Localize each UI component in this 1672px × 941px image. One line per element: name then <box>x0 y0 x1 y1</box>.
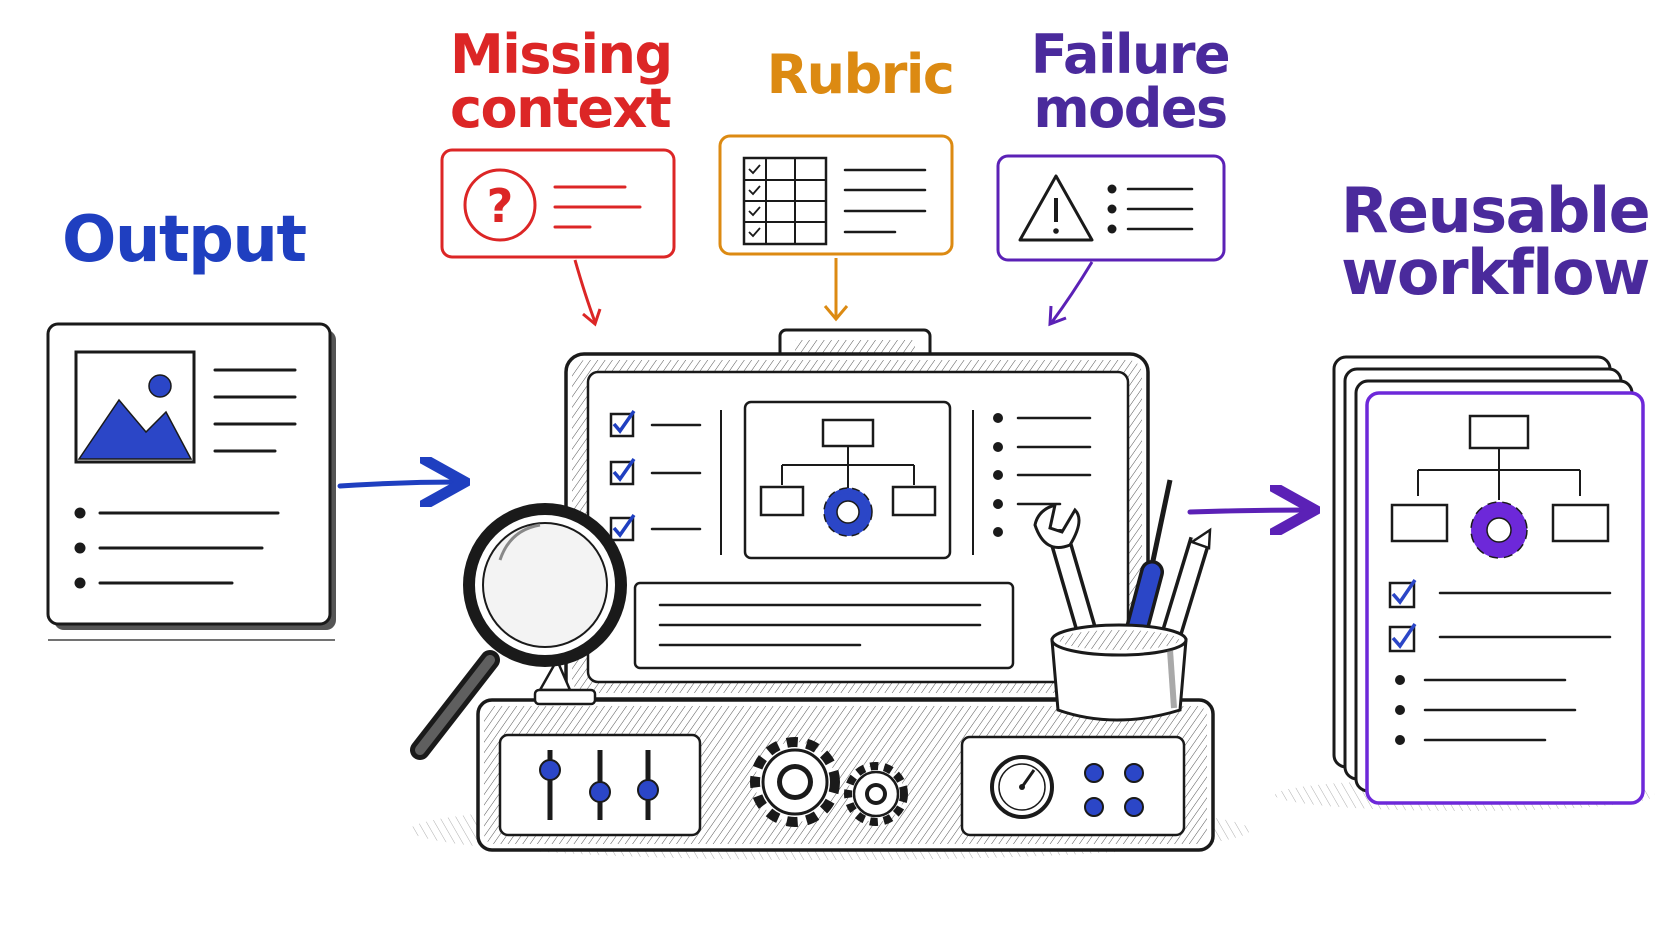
missing-context-arrow <box>573 259 597 323</box>
station-base <box>476 698 1215 852</box>
checkbox-icon <box>1388 579 1417 609</box>
gear-icon <box>750 737 840 827</box>
screen-text-panel <box>633 581 1015 670</box>
missing-context-line-1: Missing <box>450 23 673 86</box>
checkbox-icon <box>609 513 636 542</box>
output-text-lines <box>98 368 297 585</box>
station-to-workflow-arrow <box>1187 510 1310 512</box>
checkbox-icon <box>609 457 636 486</box>
warning-icon <box>1018 174 1094 242</box>
slider-icon <box>539 750 659 820</box>
output-label: Output <box>62 203 307 277</box>
failure-modes-line-1: Failure <box>1030 23 1231 86</box>
workflow-text-lines <box>1423 591 1612 742</box>
failure-modes-label: Failure modes <box>1030 23 1231 140</box>
stacked-page-front <box>1365 391 1645 805</box>
gear-icon <box>823 487 873 537</box>
checkbox-icon <box>609 409 636 438</box>
checkbox-icon <box>1388 623 1417 653</box>
svg-text:?: ? <box>487 179 514 233</box>
failure-modes-arrow <box>1050 261 1094 323</box>
evaluation-station <box>410 328 1250 860</box>
reusable-workflow-line-1: Reusable <box>1340 174 1651 247</box>
indicator-lights <box>1084 763 1144 817</box>
output-bullets <box>74 507 86 589</box>
missing-context-line-2: context <box>450 77 672 140</box>
missing-context-label: Missing context <box>450 23 673 140</box>
screen-bullet-list <box>972 410 1092 555</box>
failure-modes-card <box>996 154 1226 327</box>
screen-checklist <box>609 409 722 555</box>
rubric-card <box>718 134 954 322</box>
rubric-label-text: Rubric <box>766 43 955 106</box>
failure-modes-line-2: modes <box>1033 77 1228 140</box>
output-document <box>46 322 336 641</box>
magnifier-icon <box>410 503 627 760</box>
flowchart-icon <box>743 400 952 560</box>
output-to-station-arrow <box>337 482 460 486</box>
image-icon <box>74 350 196 464</box>
reusable-workflow-line-2: workflow <box>1341 236 1650 309</box>
reusable-workflow-label: Reusable workflow <box>1330 180 1660 304</box>
flowchart-icon <box>1390 414 1610 559</box>
gear-icon <box>844 762 908 826</box>
tool-cup <box>1033 479 1212 722</box>
question-icon: ? <box>463 168 537 242</box>
output-label-text: Output <box>62 203 307 277</box>
gauge-icon <box>990 755 1054 819</box>
rubric-label: Rubric <box>760 48 960 102</box>
missing-context-card: ? <box>440 148 676 327</box>
reusable-workflow-stack <box>1275 355 1655 811</box>
table-check-icon <box>742 156 828 246</box>
gear-icon <box>1470 501 1528 559</box>
